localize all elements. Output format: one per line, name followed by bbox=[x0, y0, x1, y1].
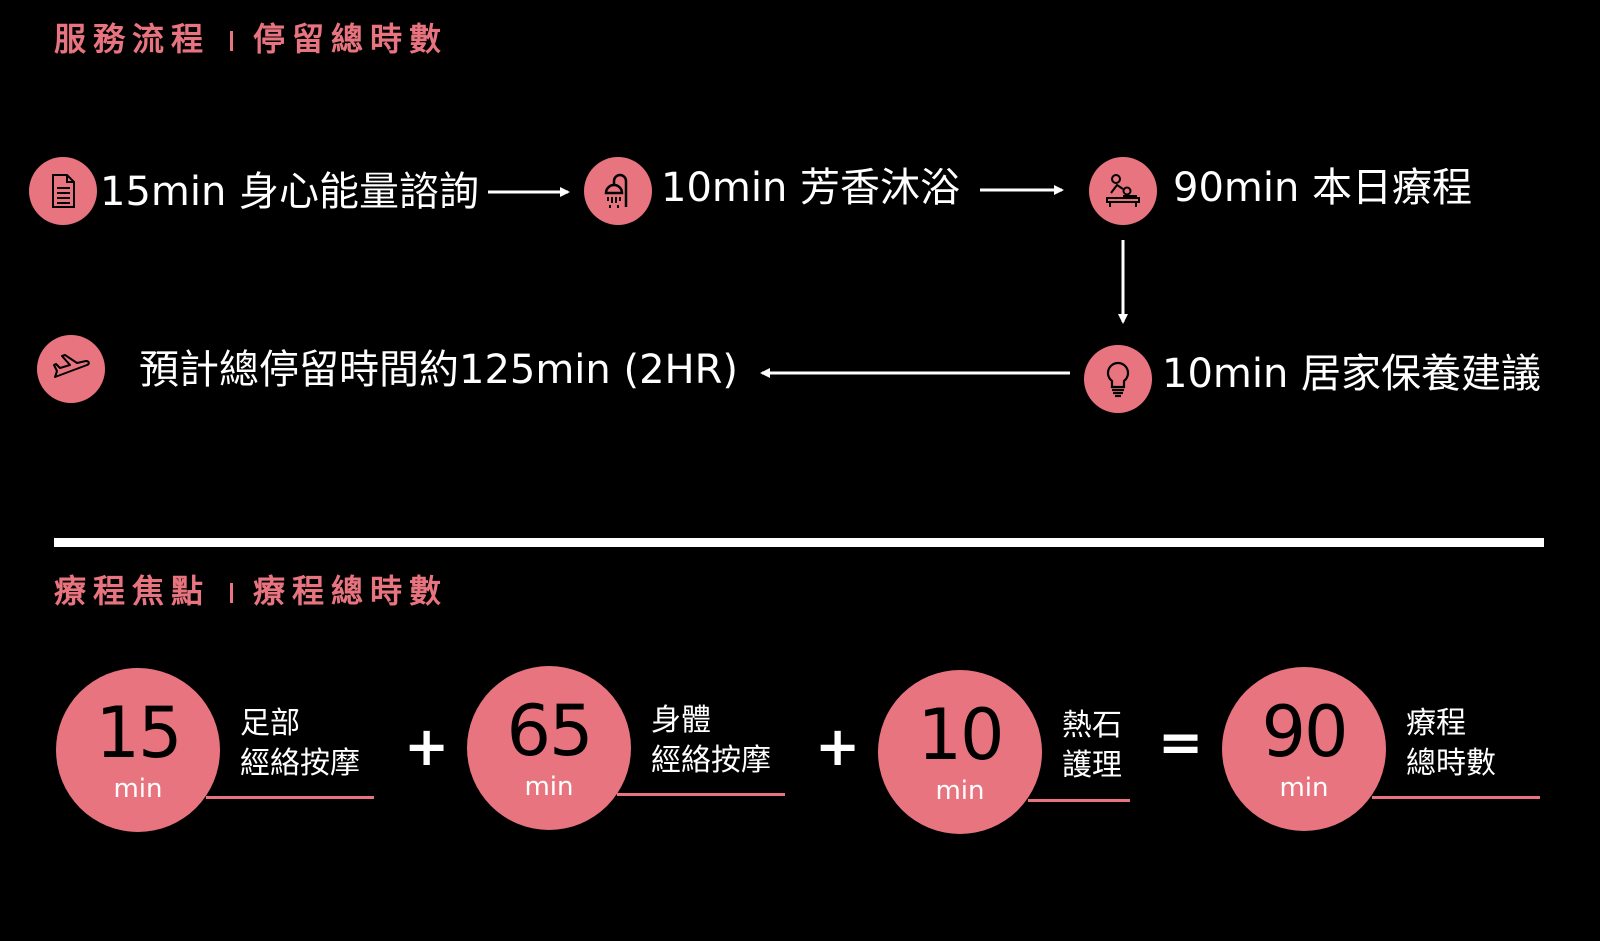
label-line-2: 經絡按摩 bbox=[651, 743, 771, 778]
duration-value: 10 bbox=[917, 694, 1004, 776]
duration-value: 15 bbox=[95, 692, 182, 774]
label-underline bbox=[617, 793, 785, 796]
flow-step-homecare: 10min 居家保養建議 bbox=[1162, 351, 1542, 397]
equals-operator: = bbox=[1158, 711, 1204, 774]
duration-circle-foot: 15 min bbox=[56, 668, 220, 832]
flow-step-total: 預計總停留時間約125min (2HR) bbox=[139, 347, 739, 393]
duration-unit: min bbox=[113, 774, 163, 804]
shower-icon bbox=[584, 157, 652, 225]
title-separator bbox=[230, 583, 234, 603]
lightbulb-icon bbox=[1084, 345, 1152, 413]
label-line-2: 經絡按摩 bbox=[240, 746, 360, 781]
label-line-1: 足部 bbox=[240, 706, 300, 741]
label-line-2: 總時數 bbox=[1406, 746, 1496, 781]
duration-unit: min bbox=[524, 772, 574, 802]
plus-operator: + bbox=[815, 715, 861, 778]
process-section-title: 服務流程 停留總時數 bbox=[54, 14, 448, 60]
focus-title: 療程焦點 bbox=[54, 572, 211, 610]
flow-step-consultation: 15min 身心能量諮詢 bbox=[100, 169, 480, 215]
treatment-label-hotstone: 熱石 護理 bbox=[1062, 706, 1122, 786]
duration-value: 90 bbox=[1261, 691, 1348, 773]
massage-icon bbox=[1089, 157, 1157, 225]
process-title: 服務流程 bbox=[54, 20, 211, 58]
document-icon bbox=[29, 157, 97, 225]
process-subtitle: 停留總時數 bbox=[253, 20, 449, 58]
label-underline bbox=[1028, 799, 1130, 802]
duration-unit: min bbox=[1279, 773, 1329, 803]
label-underline bbox=[206, 796, 374, 799]
label-line-2: 護理 bbox=[1062, 748, 1122, 783]
section-divider bbox=[54, 538, 1544, 547]
label-line-1: 身體 bbox=[651, 703, 711, 738]
focus-subtitle: 療程總時數 bbox=[253, 572, 449, 610]
treatment-label-body: 身體 經絡按摩 bbox=[651, 701, 771, 781]
treatment-label-foot: 足部 經絡按摩 bbox=[240, 704, 360, 784]
label-underline bbox=[1372, 796, 1540, 799]
duration-circle-body: 65 min bbox=[467, 666, 631, 830]
duration-circle-total: 90 min bbox=[1222, 667, 1386, 831]
duration-value: 65 bbox=[506, 690, 593, 772]
treatment-label-total: 療程 總時數 bbox=[1406, 704, 1496, 784]
plane-icon bbox=[37, 335, 105, 403]
label-line-1: 療程 bbox=[1406, 706, 1466, 741]
duration-unit: min bbox=[935, 776, 985, 806]
focus-section-title: 療程焦點 療程總時數 bbox=[54, 566, 448, 612]
title-separator bbox=[230, 31, 234, 51]
flow-step-treatment: 90min 本日療程 bbox=[1173, 165, 1473, 211]
flow-step-bath: 10min 芳香沐浴 bbox=[661, 165, 961, 211]
duration-circle-hotstone: 10 min bbox=[878, 670, 1042, 834]
label-line-1: 熱石 bbox=[1062, 708, 1122, 743]
plus-operator: + bbox=[404, 715, 450, 778]
